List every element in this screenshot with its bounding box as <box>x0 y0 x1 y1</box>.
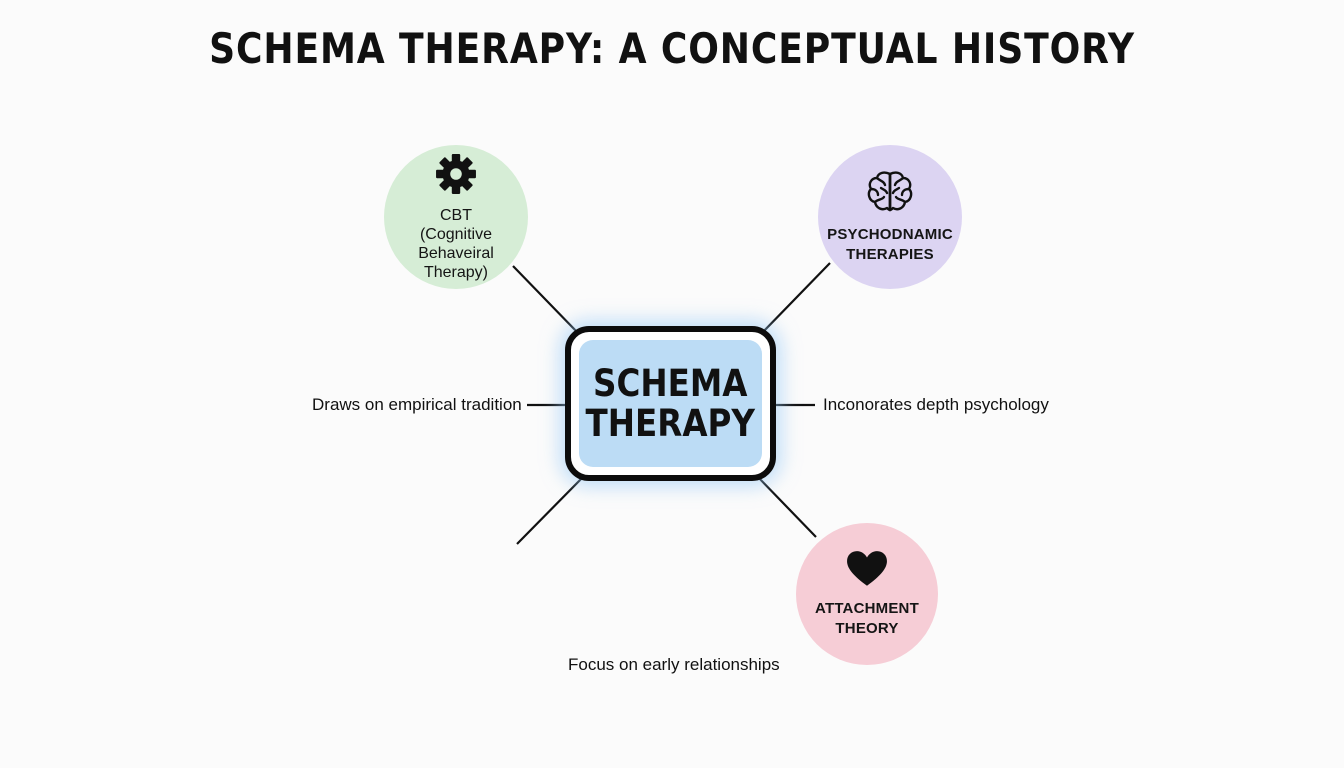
node-cbt: CBT (Cognitive Behaveiral Therapy) <box>384 145 528 289</box>
center-node-schema-therapy: SCHEMA THERAPY <box>565 326 776 481</box>
diagram-title: SCHEMA THERAPY: A CONCEPTUAL HISTORY <box>209 24 1135 73</box>
heart-icon <box>846 550 888 593</box>
node-attachment-label: ATTACHMENT THEORY <box>815 599 919 637</box>
node-cbt-label: CBT (Cognitive Behaveiral Therapy) <box>418 206 494 281</box>
gear-icon <box>435 153 477 200</box>
node-attachment: ATTACHMENT THEORY <box>796 523 938 665</box>
connector-empty-branch <box>516 475 585 545</box>
connector-psychodynamic <box>761 262 831 334</box>
node-psychodynamic-label: PSYCHODNAMIC THERAPIES <box>827 225 953 263</box>
annotation-bottom: Focus on early relationships <box>568 655 780 674</box>
connector-cbt <box>512 265 579 334</box>
center-node-fill: SCHEMA THERAPY <box>579 340 762 467</box>
connector-attachment <box>756 475 817 538</box>
annotation-right: Inconorates depth psychology <box>823 395 1049 414</box>
brain-icon <box>866 170 914 219</box>
annotation-left: Draws on empirical tradition <box>312 395 522 414</box>
center-node-label: SCHEMA THERAPY <box>585 361 756 445</box>
node-psychodynamic: PSYCHODNAMIC THERAPIES <box>818 145 962 289</box>
